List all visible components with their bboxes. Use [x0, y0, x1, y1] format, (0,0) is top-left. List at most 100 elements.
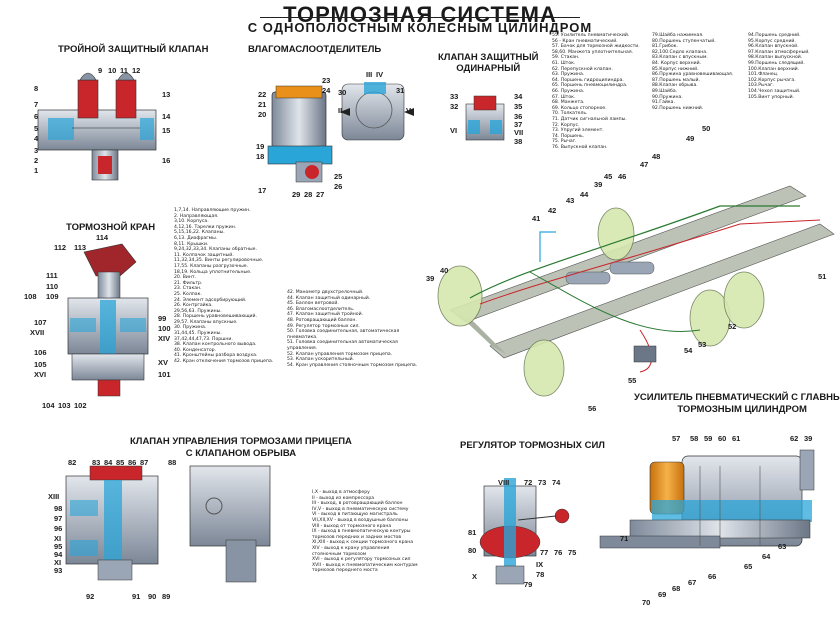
callout: VIII	[498, 478, 510, 487]
section-title-trailer-valve: КЛАПАН УПРАВЛЕНИЯ ТОРМОЗАМИ ПРИЦЕПА С КЛ…	[130, 436, 352, 460]
callout: 102	[74, 401, 87, 410]
callout: 39	[804, 434, 813, 443]
callout: 37	[514, 120, 523, 129]
callout: 91	[132, 592, 141, 601]
callout: 20	[258, 110, 267, 119]
callout: 28	[304, 190, 313, 199]
callout: 54	[684, 346, 693, 355]
callout: 93	[54, 566, 63, 575]
callout: 94	[54, 550, 63, 559]
callout: 30	[338, 88, 347, 97]
callout: 81	[468, 528, 477, 537]
callout: 99	[158, 314, 167, 323]
callout: 48	[652, 152, 661, 161]
callout: 19	[256, 142, 265, 151]
callout: 69	[658, 590, 667, 599]
callout: 8	[34, 84, 39, 93]
callout: 98	[54, 504, 63, 513]
callout: 67	[688, 578, 697, 587]
callout: 71	[620, 534, 629, 543]
callout: 18	[256, 152, 265, 161]
section-title-single-valve: КЛАПАН ЗАЩИТНЫЙ ОДИНАРНЫЙ	[438, 52, 539, 74]
callout: 39	[426, 274, 435, 283]
callout: 70	[642, 598, 651, 607]
legend-top-right-1: 79.Шайба нажимная. 80.Поршень ступенчаты…	[652, 33, 734, 111]
legend-top-center: 55. Усилитель пневматический. 56 - Кран …	[552, 33, 640, 150]
section-title-triple-valve: ТРОЙНОЙ ЗАЩИТНЫЙ КЛАПАН	[58, 44, 209, 55]
callout: 96	[54, 524, 63, 533]
section-title-regulator: РЕГУЛЯТОР ТОРМОЗНЫХ СИЛ	[460, 440, 605, 451]
callout: II	[338, 106, 343, 115]
callout: 97	[54, 514, 63, 523]
callout: 55	[628, 376, 637, 385]
callout: XI	[54, 558, 62, 567]
single-valve-drawing	[465, 95, 505, 141]
callout: 62	[790, 434, 799, 443]
callout: 42	[548, 206, 557, 215]
callout: X	[472, 572, 478, 581]
callout: 23	[322, 76, 331, 85]
callout: 31	[396, 86, 405, 95]
callout: 25	[334, 172, 343, 181]
callout: 104	[42, 401, 55, 410]
callout: 110	[46, 282, 59, 291]
legend-middle-1: 1,7,14. Направляющие пружин. 2. Направля…	[174, 208, 274, 365]
page-title: ТОРМОЗНАЯ СИСТЕМА	[283, 2, 557, 27]
callout: 75	[568, 548, 577, 557]
callout: 51	[818, 272, 827, 281]
callout: 111	[46, 271, 58, 280]
section-title-single-valve-line1: КЛАПАН ЗАЩИТНЫЙ	[438, 52, 539, 63]
callout: III	[366, 70, 373, 79]
callout: 46	[618, 172, 627, 181]
trailer-valve-drawing	[65, 465, 271, 583]
legend-bottom: I,X - выход в атмосферу II - выход из ко…	[312, 490, 418, 574]
callout: 43	[566, 196, 575, 205]
callout: 68	[672, 584, 681, 593]
callout: XVII	[30, 328, 45, 337]
callout: 113	[74, 243, 87, 252]
callout: VI	[450, 126, 458, 135]
legend-top-right-2: 94.Поршень средний. 95.Корпус средний. 9…	[748, 33, 810, 100]
callout: 14	[162, 112, 171, 121]
legend-middle-2: 42. Манометр двухстрелочный. 44. Клапан …	[287, 290, 418, 368]
callout: 56	[588, 404, 597, 413]
callout: 66	[708, 572, 717, 581]
callout: IX	[536, 560, 544, 569]
callout: 77	[540, 548, 549, 557]
title-underline	[260, 17, 580, 18]
callout: 105	[34, 360, 47, 369]
callout: 61	[732, 434, 741, 443]
callout: 22	[258, 90, 267, 99]
callout: 85	[116, 458, 125, 467]
callout: 57	[672, 434, 681, 443]
callout: 114	[96, 233, 109, 242]
callout: 78	[536, 570, 545, 579]
callout: V	[406, 106, 412, 115]
callout: 76	[554, 548, 563, 557]
callout: 35	[514, 102, 523, 111]
callout: 109	[46, 292, 59, 301]
callout: 5	[34, 124, 39, 133]
callout: 10	[108, 66, 117, 75]
section-title-trailer-line2: С КЛАПАНОМ ОБРЫВА	[185, 448, 297, 459]
callout: 87	[140, 458, 149, 467]
callout: 90	[148, 592, 157, 601]
callout: 52	[728, 322, 737, 331]
callout: 100	[158, 324, 171, 333]
callout: 15	[162, 126, 171, 135]
callout: 6	[34, 112, 39, 121]
callout: 72	[524, 478, 533, 487]
callout: 36	[514, 112, 523, 121]
callout: 82	[68, 458, 77, 467]
page-subtitle: С ОДНОПОЛОСТНЫМ КОЛЕСНЫМ ЦИЛИНДРОМ	[247, 20, 593, 35]
callout: 79	[524, 580, 533, 589]
callout: 92	[86, 592, 95, 601]
callout: 34	[514, 92, 523, 101]
callout: 11	[120, 66, 128, 75]
callout: 86	[128, 458, 137, 467]
callout: 59	[704, 434, 713, 443]
callout: 49	[686, 134, 695, 143]
callout: 84	[104, 458, 113, 467]
callout: 41	[532, 214, 541, 223]
